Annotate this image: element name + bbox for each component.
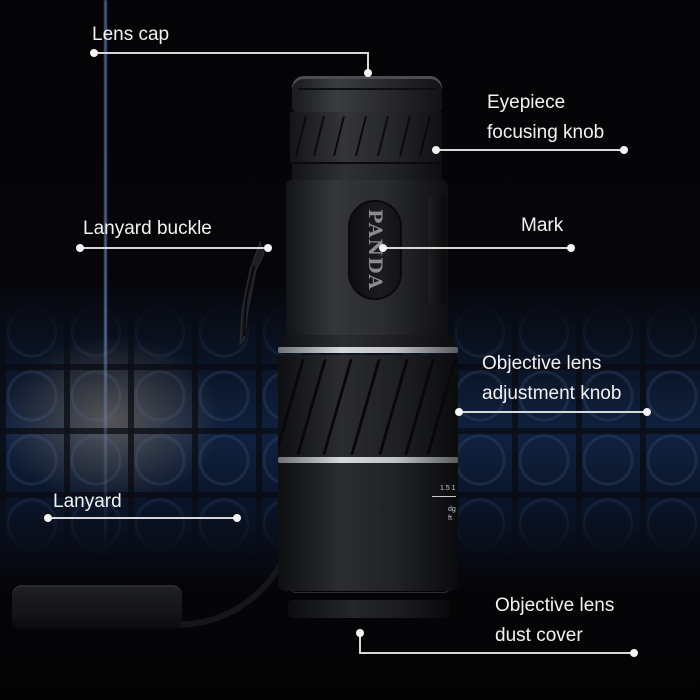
- zoom-scale: 1.5 1 dg ft: [440, 485, 456, 522]
- callout-dust-cover-label-1: Objective lens: [495, 595, 615, 616]
- callout-lanyard-buckle-dot: [76, 244, 84, 252]
- brand-plate: [348, 200, 402, 300]
- brand-mark: PANDA: [364, 209, 386, 291]
- callout-lens-cap-line: [93, 52, 368, 54]
- barrel-lip: [290, 582, 450, 593]
- callout-lanyard-buckle-label: Lanyard buckle: [83, 218, 212, 239]
- callout-eyepiece-label-2: focusing knob: [487, 122, 605, 143]
- dust-cover-part: [288, 600, 450, 618]
- callout-eyepiece-label-1: Eyepiece: [487, 92, 566, 113]
- callout-lens-cap-anchor-dot: [364, 69, 372, 77]
- callout-lanyard-buckle-anchor-dot: [264, 244, 272, 252]
- silver-ring-top: [278, 347, 458, 353]
- callout-lens-cap-label: Lens cap: [92, 24, 170, 45]
- callout-objective-knob-label-2: adjustment knob: [482, 383, 622, 404]
- callout-objective-knob-dot: [643, 408, 651, 416]
- callout-mark-anchor-dot: [379, 244, 387, 252]
- objective-knob-part: [278, 355, 458, 457]
- lanyard-buckle-clip: [239, 240, 265, 346]
- body-side-grip: [428, 195, 446, 305]
- lanyard-loop: [12, 585, 182, 629]
- callout-objective-knob-label-1: Objective lens: [482, 353, 602, 374]
- callout-objective-knob-anchor-dot: [455, 408, 463, 416]
- callout-eyepiece-anchor-dot: [432, 146, 440, 154]
- callout-dust-cover-dot: [630, 649, 638, 657]
- callout-dust-cover-line-v: [359, 633, 361, 654]
- body-neck: [282, 335, 454, 349]
- objective-barrel: [278, 463, 458, 591]
- callout-eyepiece-line: [436, 149, 624, 151]
- callout-objective-knob-line: [459, 411, 647, 413]
- callout-dust-cover-anchor-dot: [356, 629, 364, 637]
- callout-mark-line: [383, 247, 571, 249]
- callout-lanyard-line: [48, 517, 237, 519]
- lens-cap-part: [292, 76, 442, 112]
- callout-mark-dot: [567, 244, 575, 252]
- callout-lanyard-label: Lanyard: [53, 491, 122, 512]
- callout-dust-cover-label-2: dust cover: [495, 625, 583, 646]
- callout-lanyard-anchor-dot: [233, 514, 241, 522]
- light-beam: [104, 0, 107, 560]
- silver-ring-bottom: [278, 457, 458, 463]
- callout-lens-cap-line-v: [367, 52, 369, 73]
- callout-lens-cap-dot: [90, 49, 98, 57]
- callout-eyepiece-dot: [620, 146, 628, 154]
- zoom-scale-tick: [432, 496, 456, 497]
- callout-lanyard-buckle-line: [80, 247, 268, 249]
- eyepiece-base: [292, 162, 442, 182]
- callout-dust-cover-line: [359, 652, 634, 654]
- callout-lanyard-dot: [44, 514, 52, 522]
- callout-mark-label: Mark: [521, 215, 564, 236]
